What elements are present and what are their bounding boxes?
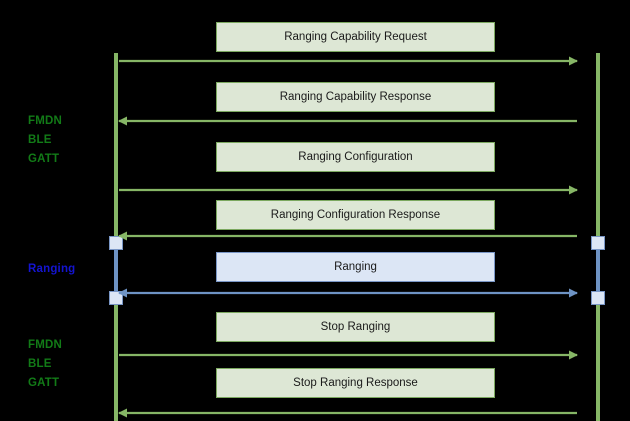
message-label: Ranging: [334, 261, 377, 273]
phase-label-fmdn-ble-gatt-top: FMDN BLE GATT: [28, 115, 63, 165]
message-arrow-left: [116, 114, 580, 128]
message-label: Stop Ranging Response: [293, 377, 418, 389]
message-label: Ranging Capability Request: [284, 31, 427, 43]
message-label: Ranging Capability Response: [279, 91, 432, 103]
phase-label-ranging: Ranging: [28, 263, 76, 275]
message-arrow-right: [116, 183, 580, 197]
message-label: Ranging Configuration: [298, 151, 413, 163]
message-arrow-left: [116, 406, 580, 420]
ranging-activation-bar-right: [596, 244, 600, 298]
ranging-start-node-left: [109, 236, 123, 250]
message-label: Ranging Configuration Response: [270, 209, 441, 221]
message-arrow-right: [116, 54, 580, 68]
message-box: Ranging: [216, 252, 495, 282]
ranging-start-node-right: [591, 236, 605, 250]
message-box: Ranging Configuration: [216, 142, 495, 172]
message-box: Ranging Capability Response: [216, 82, 495, 112]
message-box: Ranging Configuration Response: [216, 200, 495, 230]
message-box: Stop Ranging Response: [216, 368, 495, 398]
message-box: Stop Ranging: [216, 312, 495, 342]
ranging-end-node-right: [591, 291, 605, 305]
ranging-end-node-left: [109, 291, 123, 305]
message-arrow-right: [116, 348, 580, 362]
phase-label-fmdn-ble-gatt-bottom: FMDN BLE GATT: [28, 339, 63, 389]
message-arrow-left: [116, 229, 580, 243]
message-box: Ranging Capability Request: [216, 22, 495, 52]
message-arrow-both: [116, 286, 580, 300]
message-label: Stop Ranging: [320, 321, 391, 333]
ranging-activation-bar-left: [114, 244, 118, 298]
